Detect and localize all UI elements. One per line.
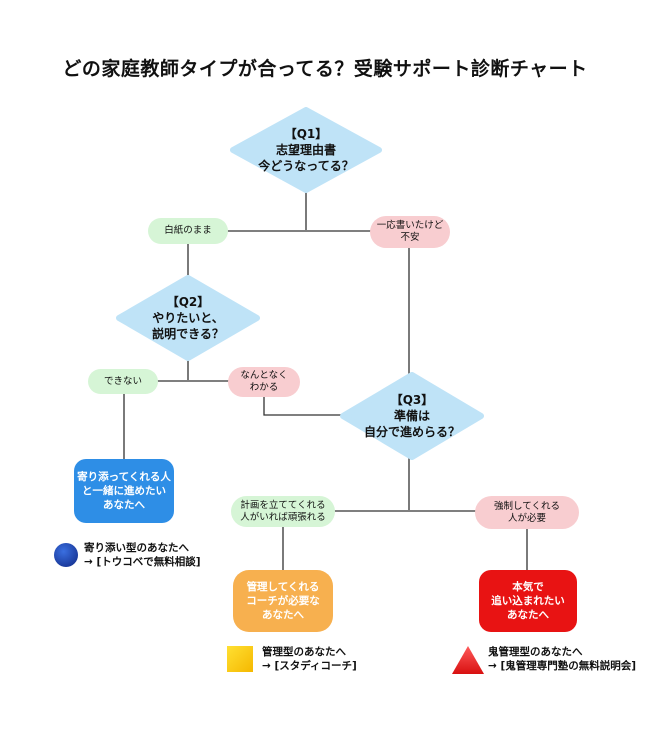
q2-line2: 説明できる？	[152, 327, 224, 341]
legend-circle-line2: → [トウコベで無料相談]	[84, 556, 201, 568]
result-red: 本気で 追い込まれたい あなたへ	[479, 570, 577, 632]
blue-circle-icon	[54, 543, 78, 567]
answer-cannot-label: できない	[103, 375, 142, 387]
result-red-line3: あなたへ	[507, 609, 549, 621]
question-q3: 【Q3】 準備は 自分で進めらる？	[340, 372, 484, 460]
answer-written-line1: 一応書いたけど	[376, 220, 444, 231]
result-blue-line1: 寄り添ってくれる人	[77, 471, 171, 483]
q2-tag: 【Q2】	[166, 295, 210, 309]
q2-diamond-shape	[116, 275, 260, 361]
result-orange-line2: コーチが必要な	[246, 595, 320, 607]
q2-line1: やりたいと、	[152, 311, 224, 325]
result-blue-line2: と一緒に進めたい	[82, 485, 166, 497]
legend-circle-line1: 寄り添い型のあなたへ	[84, 542, 189, 554]
q3-diamond-shape	[340, 372, 484, 460]
q1-diamond-shape	[230, 107, 382, 193]
result-red-line1: 本気で	[512, 581, 544, 593]
answer-blank: 白紙のまま	[148, 218, 228, 244]
chart-title: どの家庭教師タイプが合ってる？受験サポート診断チャート	[62, 58, 588, 80]
answer-plan-line1: 計画を立ててくれる	[240, 499, 326, 511]
q1-tag: 【Q1】	[284, 127, 328, 141]
connector-somewhat-q3	[263, 396, 342, 416]
answer-somewhat-line2: わかる	[249, 382, 279, 393]
result-orange-line3: あなたへ	[262, 609, 304, 621]
q3-line1: 準備は	[393, 409, 430, 423]
answer-written-line2: 不安	[400, 232, 420, 243]
q3-tag: 【Q3】	[390, 393, 434, 407]
legend-circle: 寄り添い型のあなたへ → [トウコベで無料相談]	[84, 541, 201, 569]
answer-cannot: できない	[88, 369, 158, 394]
legend-triangle: 鬼管理型のあなたへ → [鬼管理専門塾の無料説明会]	[488, 645, 636, 673]
question-q1: 【Q1】 志望理由書 今どうなってる？	[230, 107, 382, 193]
answer-force-line1: 強制してくれる	[494, 500, 560, 512]
result-red-line2: 追い込まれたい	[491, 595, 565, 607]
answer-written-anxious: 一応書いたけど 不安	[370, 216, 450, 248]
answer-somewhat-line1: なんとなく	[240, 370, 288, 381]
answer-plan-line2: 人がいれば頑張れる	[240, 511, 326, 523]
result-blue-line3: あなたへ	[103, 499, 145, 511]
answer-blank-label: 白紙のまま	[164, 225, 212, 236]
question-q2: 【Q2】 やりたいと、 説明できる？	[116, 275, 260, 361]
red-triangle-icon	[452, 646, 484, 674]
result-orange: 管理してくれる コーチが必要な あなたへ	[233, 570, 333, 632]
q1-line1: 志望理由書	[275, 143, 336, 157]
answer-somewhat: なんとなく わかる	[228, 367, 300, 397]
legend-square: 管理型のあなたへ → [スタディコーチ]	[262, 645, 357, 673]
q1-line2: 今どうなってる？	[258, 159, 354, 173]
answer-force-line2: 人が必要	[507, 512, 546, 524]
answer-plan: 計画を立ててくれる 人がいれば頑張れる	[231, 496, 335, 527]
answer-force: 強制してくれる 人が必要	[475, 496, 579, 529]
result-orange-line1: 管理してくれる	[246, 581, 320, 593]
legend-triangle-line2: → [鬼管理専門塾の無料説明会]	[488, 660, 637, 672]
legend-triangle-line1: 鬼管理型のあなたへ	[488, 646, 583, 658]
yellow-square-icon	[227, 646, 253, 672]
legend-square-line1: 管理型のあなたへ	[262, 646, 346, 658]
result-blue: 寄り添ってくれる人 と一緒に進めたい あなたへ	[74, 459, 174, 523]
legend-square-line2: → [スタディコーチ]	[262, 660, 357, 672]
q3-line2: 自分で進めらる？	[363, 425, 460, 439]
